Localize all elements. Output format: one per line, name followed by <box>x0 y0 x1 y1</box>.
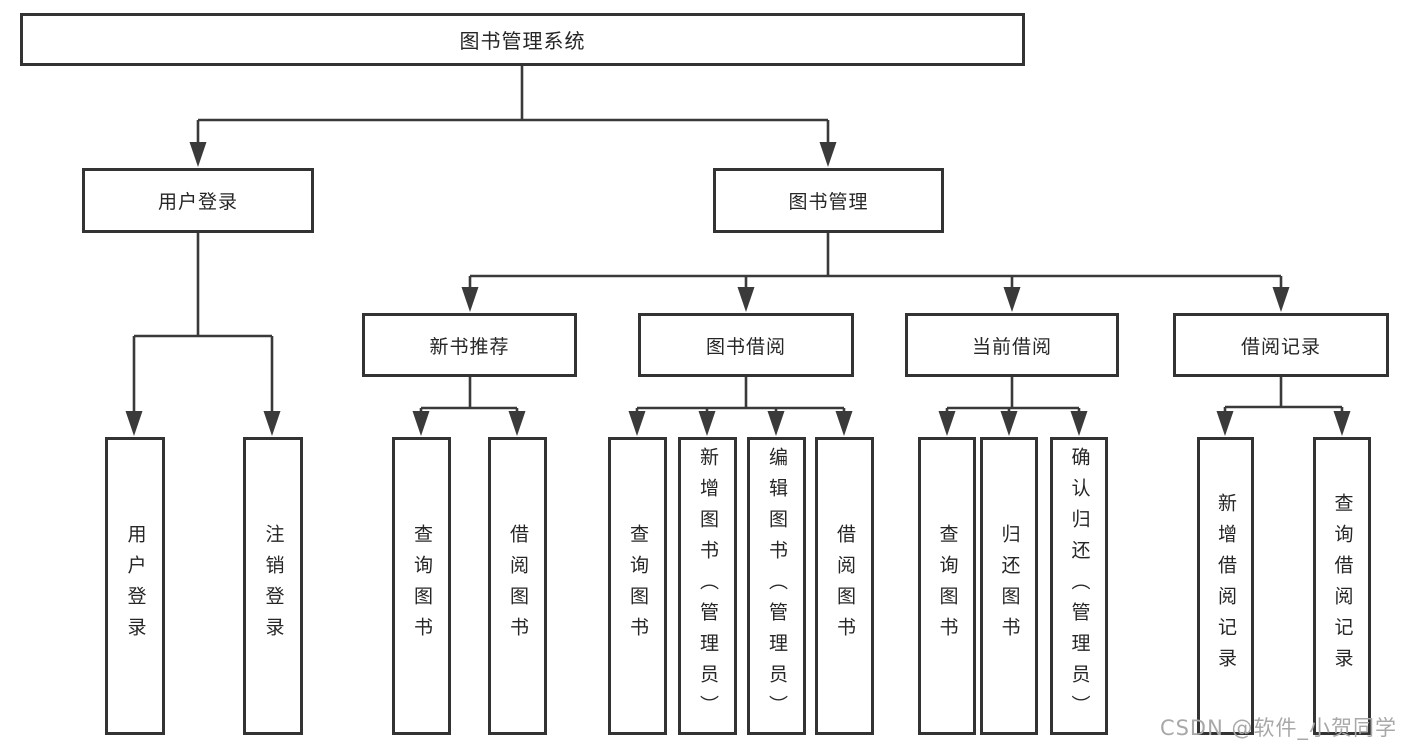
leaf-recommend-query-books: 查询图书 <box>392 437 451 735</box>
node-new-book-recommend: 新书推荐 <box>362 313 577 377</box>
node-user-login: 用户登录 <box>82 168 314 233</box>
leaf-borrow-books: 借阅图书 <box>815 437 874 735</box>
leaf-return-books-label: 归还图书 <box>998 524 1021 648</box>
node-book-borrowing: 图书借阅 <box>638 313 854 377</box>
node-current-borrowing: 当前借阅 <box>905 313 1119 377</box>
csdn-watermark: CSDN @软件_小贺同学 <box>1159 716 1397 740</box>
node-root-label: 图书管理系统 <box>459 29 586 53</box>
leaf-edit-books-admin-label: 编辑图书（管理员） <box>766 446 788 726</box>
leaf-logout: 注销登录 <box>243 437 303 735</box>
leaf-current-query-books-label: 查询图书 <box>936 524 959 648</box>
leaf-return-books: 归还图书 <box>980 437 1038 735</box>
leaf-recommend-query-books-label: 查询图书 <box>411 524 433 648</box>
node-new-book-recommend-label: 新书推荐 <box>429 335 510 358</box>
node-user-login-label: 用户登录 <box>157 191 238 213</box>
leaf-recommend-borrow-books-label: 借阅图书 <box>507 524 529 648</box>
leaf-add-borrow-record-label: 新增借阅记录 <box>1215 493 1237 679</box>
node-borrowing-records-label: 借阅记录 <box>1240 335 1321 358</box>
node-root: 图书管理系统 <box>20 13 1025 66</box>
leaf-logout-label: 注销登录 <box>262 524 285 648</box>
leaf-current-query-books: 查询图书 <box>918 437 976 735</box>
node-book-management: 图书管理 <box>713 168 944 233</box>
leaf-add-borrow-record: 新增借阅记录 <box>1197 437 1254 735</box>
leaf-recommend-borrow-books: 借阅图书 <box>488 437 547 735</box>
leaf-user-login: 用户登录 <box>105 437 165 735</box>
leaf-confirm-return-admin: 确认归还（管理员） <box>1050 437 1108 735</box>
node-borrowing-records: 借阅记录 <box>1173 313 1389 377</box>
leaf-query-borrow-record-label: 查询借阅记录 <box>1331 493 1354 679</box>
leaf-edit-books-admin: 编辑图书（管理员） <box>747 437 806 735</box>
leaf-confirm-return-admin-label: 确认归还（管理员） <box>1068 446 1091 726</box>
leaf-add-books-admin-label: 新增图书（管理员） <box>697 446 719 726</box>
leaf-user-login-label: 用户登录 <box>124 524 147 648</box>
node-book-borrowing-label: 图书借阅 <box>705 335 786 358</box>
leaf-borrowing-query-books: 查询图书 <box>608 437 667 735</box>
leaf-query-borrow-record: 查询借阅记录 <box>1313 437 1371 735</box>
leaf-borrow-books-label: 借阅图书 <box>834 524 856 648</box>
node-current-borrowing-label: 当前借阅 <box>971 335 1052 358</box>
leaf-borrowing-query-books-label: 查询图书 <box>627 524 649 648</box>
leaf-add-books-admin: 新增图书（管理员） <box>678 437 737 735</box>
node-book-management-label: 图书管理 <box>788 191 869 213</box>
